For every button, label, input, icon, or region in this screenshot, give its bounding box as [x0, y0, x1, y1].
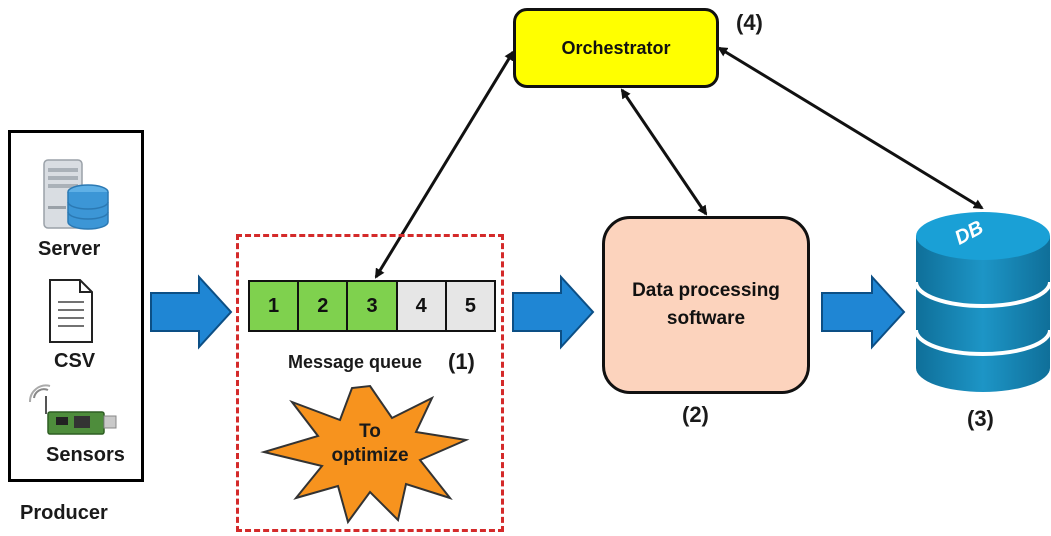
- csv-label: CSV: [54, 350, 96, 372]
- message-queue-frame: [236, 234, 504, 532]
- flow-arrow-processing-to-db: [821, 274, 906, 350]
- data-processing-line-1: Data processing: [632, 280, 780, 301]
- connector-orchestrator-processing: [620, 88, 708, 216]
- sensors-label: Sensors: [46, 444, 125, 466]
- connector-orchestrator-queue: [374, 50, 515, 279]
- producer-title: Producer: [20, 502, 108, 524]
- server-database-icon: [43, 159, 109, 230]
- queue-cell: 2: [299, 282, 349, 330]
- orchestrator-label: Orchestrator: [561, 37, 671, 58]
- optimize-line-2: optimize: [331, 445, 409, 466]
- optimize-burst: [260, 384, 470, 525]
- queue-cell: 1: [250, 282, 300, 330]
- flow-arrow-producer-to-queue: [150, 274, 233, 350]
- flow-arrow-queue-to-processing: [512, 274, 595, 350]
- message-queue: 1 2 3 4 5: [248, 280, 496, 332]
- connector-orchestrator-db: [717, 46, 984, 210]
- optimize-text: To optimize: [320, 420, 420, 468]
- document-icon: [49, 279, 93, 343]
- sensor-board-icon: [28, 384, 117, 435]
- server-label: Server: [38, 238, 101, 260]
- message-queue-number: (1): [448, 349, 475, 374]
- data-processing-number: (2): [682, 402, 709, 427]
- queue-cell: 5: [446, 282, 495, 330]
- optimize-line-1: To: [359, 421, 381, 442]
- database-icon: [914, 212, 1051, 392]
- orchestrator-box: Orchestrator: [513, 8, 719, 88]
- message-queue-label: Message queue: [288, 352, 423, 372]
- data-processing-box: Data processing software: [602, 216, 810, 394]
- queue-cell: 3: [348, 282, 398, 330]
- orchestrator-number: (4): [736, 10, 763, 35]
- database-number: (3): [967, 406, 994, 431]
- queue-cell: 4: [397, 282, 447, 330]
- data-processing-line-2: software: [666, 308, 746, 329]
